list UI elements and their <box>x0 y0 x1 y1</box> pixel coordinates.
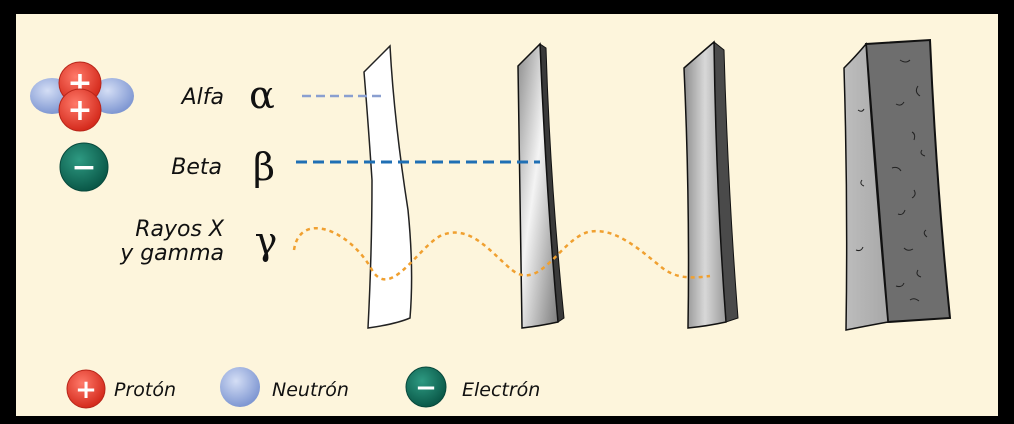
gamma-label-line1: Rayos X <box>135 217 225 242</box>
beta-particle-icon: − <box>59 142 109 192</box>
gamma-label-line2: y gamma <box>119 241 224 266</box>
electron-icon: − <box>405 366 447 408</box>
proton-icon: + <box>66 369 106 409</box>
beta-label: Beta <box>171 155 222 180</box>
lead-barrier <box>683 40 739 329</box>
alpha-label: Alfa <box>180 85 224 110</box>
diagram-panel <box>16 14 998 416</box>
gamma-symbol: γ <box>255 219 278 263</box>
legend-electron-label: Electrón <box>462 379 540 401</box>
aluminum-barrier <box>517 42 565 329</box>
proton-icon: + <box>58 88 102 132</box>
svg-text:+: + <box>75 375 97 405</box>
neutron-icon <box>220 367 260 407</box>
alpha-particle-icon: + + <box>30 61 134 132</box>
svg-text:+: + <box>67 93 92 128</box>
legend-neutron-label: Neutrón <box>272 379 349 401</box>
gamma-ray <box>292 227 711 281</box>
concrete-barrier <box>843 38 952 331</box>
legend-proton: + Protón <box>66 369 176 409</box>
concrete-texture <box>855 59 928 302</box>
paper-barrier <box>363 44 413 329</box>
legend: + Protón Neutrón − Electrón <box>66 366 540 409</box>
legend-proton-label: Protón <box>114 379 176 401</box>
legend-neutron: Neutrón <box>220 367 349 407</box>
legend-electron: − Electrón <box>405 366 540 408</box>
svg-text:−: − <box>415 373 437 403</box>
alpha-symbol: α <box>249 73 275 117</box>
beta-symbol: β <box>253 145 275 189</box>
svg-text:−: − <box>71 150 96 185</box>
